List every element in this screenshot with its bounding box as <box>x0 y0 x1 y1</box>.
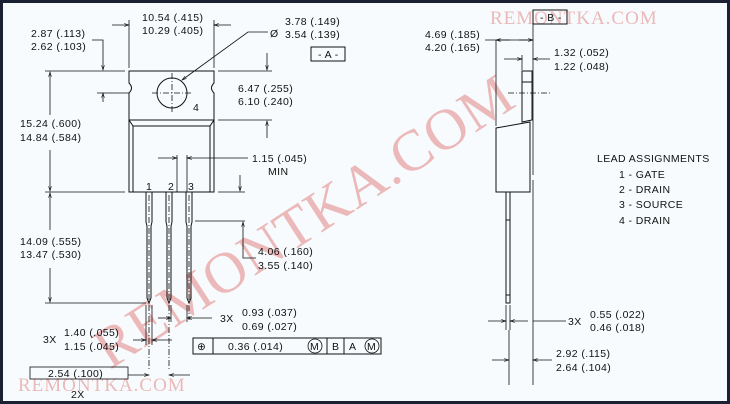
front-view: 1 2 3 4 10.54 <box>20 12 382 401</box>
dim-shoulder-min: 3.55 (.140) <box>258 260 313 272</box>
fcf-tolerance: 0.36 (.014) <box>228 341 283 353</box>
dim-pitch-qty: 2X <box>71 389 85 401</box>
diameter-symbol: Ø <box>270 28 279 40</box>
dim-hole-pos-min: 6.10 (.240) <box>238 96 293 108</box>
watermark-top: REMONTKA.COM <box>490 8 658 29</box>
side-lead <box>505 192 511 304</box>
pin-label-1: 1 <box>146 181 152 193</box>
datum-b-label: - B - <box>540 12 562 24</box>
dim-lead-w-qty: 3X <box>220 313 234 325</box>
lead-assignment-item: 4 - DRAIN <box>619 215 670 227</box>
fcf-datum-b: B <box>332 341 339 353</box>
lead-assignment-item: 1 - GATE <box>619 169 665 181</box>
dim-side-thk-max: 4.69 (.185) <box>425 29 480 41</box>
datum-a-label: - A - <box>318 49 339 61</box>
dim-side-tab-max: 1.32 (.052) <box>554 47 609 59</box>
dim-pitch: 2.54 (.100) <box>48 368 103 380</box>
dim-side-offset-min: 2.64 (.104) <box>556 362 611 374</box>
watermark-bottom: REMONTKA.COM <box>18 375 186 396</box>
dim-hole-pos-max: 6.47 (.255) <box>238 83 293 95</box>
dim-hole-max: 3.78 (.149) <box>285 16 340 28</box>
dim-height-max: 15.24 (.600) <box>20 118 81 130</box>
drawing-sheet <box>3 3 727 401</box>
lead-assignments-title: LEAD ASSIGNMENTS <box>597 153 710 165</box>
dim-lead-len-min: 13.47 (.530) <box>20 249 81 261</box>
side-body <box>495 121 531 193</box>
dim-width-min: 10.29 (.405) <box>142 25 203 37</box>
dim-shoulder-max: 4.06 (.160) <box>258 246 313 258</box>
dim-lead-gap: 1.15 (.045) <box>252 153 307 165</box>
lead-assignment-item: 3 - SOURCE <box>619 199 683 211</box>
dim-side-lead-qty: 3X <box>568 316 582 328</box>
dim-side-offset-max: 2.92 (.115) <box>556 348 610 360</box>
dim-side-thk-min: 4.20 (.165) <box>425 42 480 54</box>
dim-lead-w-min: 0.69 (.027) <box>242 321 297 333</box>
fcf-datum-a: A <box>349 341 356 353</box>
dim-side-tab-min: 1.22 (.048) <box>554 61 609 73</box>
dim-shoulder-w-min: 1.15 (.045) <box>64 341 119 353</box>
dim-shoulder-w-qty: 3X <box>43 334 57 346</box>
pin-label-4: 4 <box>193 102 199 114</box>
dim-lead-w-max: 0.93 (.037) <box>242 307 297 319</box>
pin-label-2: 2 <box>168 181 174 193</box>
dim-shoulder-w-max: 1.40 (.055) <box>64 327 119 339</box>
position-symbol-icon: ⊕ <box>197 341 206 353</box>
dim-lead-gap-note: MIN <box>268 166 288 178</box>
datum-b-box <box>532 9 568 25</box>
pitch-box <box>29 366 129 380</box>
datum-a-box <box>310 46 346 62</box>
fcf-datum-modifier: M <box>367 341 376 353</box>
dim-height-min: 14.84 (.584) <box>20 132 81 144</box>
leads <box>145 192 193 370</box>
lead-assignments: LEAD ASSIGNMENTS 1 - GATE 2 - DRAIN 3 - … <box>597 153 710 227</box>
side-tab <box>521 70 533 123</box>
dim-lead-len-max: 14.09 (.555) <box>20 236 81 248</box>
dim-hole-min: 3.54 (.139) <box>285 29 340 41</box>
dim-tab-thk-min: 2.62 (.103) <box>31 41 86 53</box>
feature-control-frame: ⊕ 0.36 (.014) M B A M <box>192 337 382 355</box>
dim-width-max: 10.54 (.415) <box>142 12 203 24</box>
dim-side-lead-max: 0.55 (.022) <box>590 309 645 321</box>
pin-label-3: 3 <box>188 181 194 193</box>
dimension-lines <box>45 20 272 375</box>
lead-assignment-item: 2 - DRAIN <box>619 184 670 196</box>
dim-tab-thk-max: 2.87 (.113) <box>31 28 85 40</box>
side-view: - B - 4.69 (.185) 4.20 (.165) 1.32 (.052… <box>425 9 645 385</box>
fcf-modifier: M <box>310 341 319 353</box>
dim-side-lead-min: 0.46 (.018) <box>590 322 645 334</box>
